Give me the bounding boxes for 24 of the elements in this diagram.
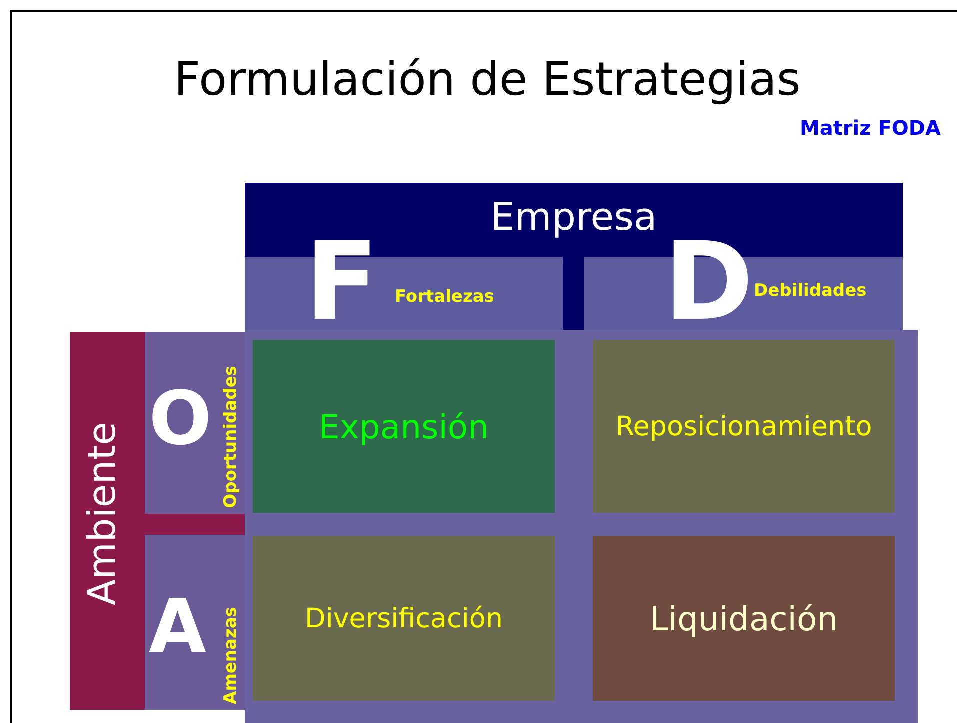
- strategy-label: Reposicionamiento: [614, 411, 874, 442]
- header-band: [245, 183, 903, 330]
- header-label: Debilidades: [754, 281, 867, 301]
- subtitle: Matriz FODA: [800, 116, 941, 140]
- quadrant-cell: [593, 340, 895, 513]
- strategy-label: Expansión: [318, 407, 490, 446]
- side-label: Amenazas: [221, 606, 241, 704]
- strategy-label: Liquidación: [648, 599, 840, 638]
- side-cell: [145, 535, 245, 710]
- strategy-label: Diversificación: [304, 603, 504, 634]
- initial-letter: A: [149, 590, 206, 664]
- side-label: Oportunidades: [221, 366, 241, 508]
- band-label: Ambiente: [80, 422, 124, 606]
- quadrant-cell: [593, 536, 895, 701]
- initial-letter: D: [664, 233, 754, 333]
- band-label: Empresa: [490, 195, 658, 239]
- title: Formulación de Estrategias: [173, 52, 802, 106]
- initial-letter: F: [305, 233, 379, 333]
- initial-letter: O: [149, 382, 212, 456]
- side-band: [70, 332, 245, 710]
- header-label: Fortalezas: [395, 287, 494, 307]
- quadrant-cell: [253, 536, 555, 701]
- quadrant-cell: [253, 340, 555, 513]
- side-cell: [145, 332, 245, 514]
